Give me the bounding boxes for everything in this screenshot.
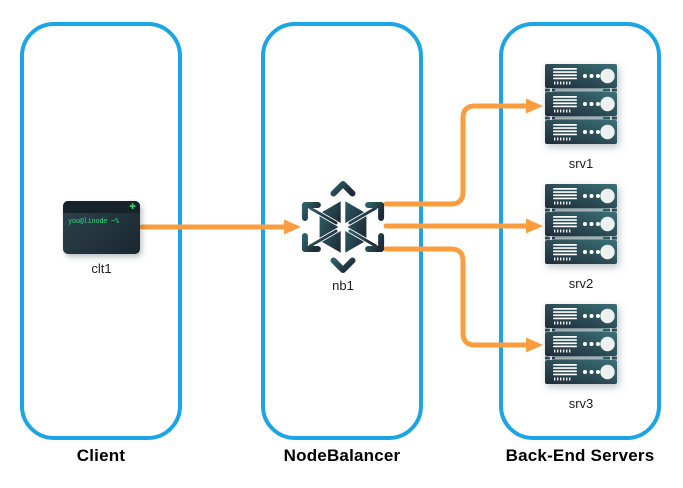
node-label-srv2: srv2 bbox=[568, 276, 594, 291]
hexagon-wedges bbox=[319, 200, 367, 254]
node-label-clt1: clt1 bbox=[91, 261, 112, 276]
group-box-backend bbox=[499, 22, 661, 440]
server-stack-icon-srv3 bbox=[545, 304, 617, 384]
node-label-nb1: nb1 bbox=[332, 278, 354, 293]
group-box-client bbox=[20, 22, 182, 440]
group-box-nodebalancer bbox=[261, 22, 423, 440]
nodebalancer-icon bbox=[301, 181, 385, 273]
terminal-titlebar: ✚ bbox=[63, 201, 140, 213]
group-title-backend: Back-End Servers bbox=[505, 446, 655, 465]
group-title-nodebalancer: NodeBalancer bbox=[283, 446, 401, 465]
server-stack-icon-srv2 bbox=[545, 184, 617, 264]
node-label-srv3: srv3 bbox=[568, 396, 594, 411]
balancer-arrow-shafts bbox=[308, 187, 378, 267]
terminal-prompt-text: you@linode ~% bbox=[68, 217, 119, 225]
group-title-client: Client bbox=[76, 446, 126, 465]
balancer-arrowheads bbox=[301, 181, 385, 273]
terminal-icon: ✚ you@linode ~% bbox=[63, 201, 140, 254]
server-stack-icon-srv1 bbox=[545, 64, 617, 144]
terminal-plus-icon: ✚ bbox=[129, 202, 136, 211]
node-label-srv1: srv1 bbox=[568, 156, 594, 171]
